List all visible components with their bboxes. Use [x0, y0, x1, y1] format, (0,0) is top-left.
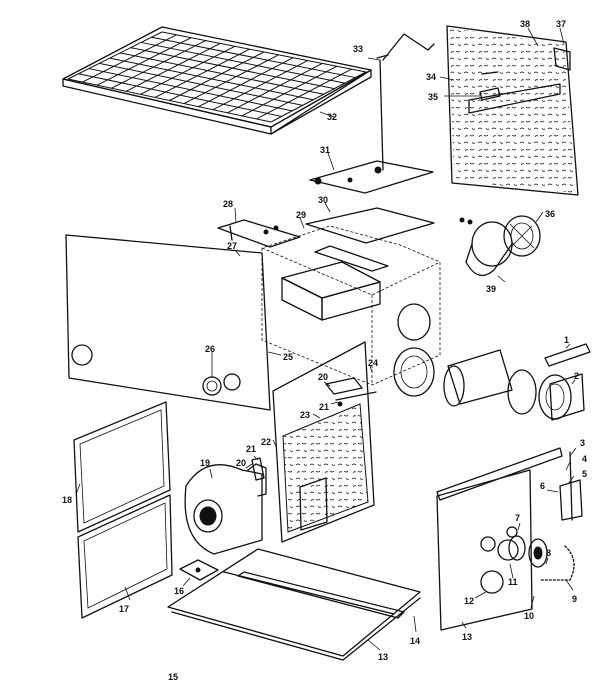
callout-35: 35 [428, 92, 438, 102]
callout-22: 22 [261, 437, 271, 447]
callout-28: 28 [223, 199, 233, 209]
callout-labels: 1 2 3 4 5 6 7 8 9 10 11 12 13 14 13 16 1… [62, 19, 587, 682]
callout-14: 14 [410, 636, 420, 646]
callout-19: 19 [200, 458, 210, 468]
part-29-strip [314, 245, 389, 272]
part-36-filter-panel [446, 25, 579, 196]
callout-20-upper: 20 [318, 372, 328, 382]
callout-16: 16 [174, 586, 184, 596]
callout-1: 1 [564, 335, 569, 345]
callout-11: 11 [508, 577, 518, 587]
part-3-strip [436, 447, 563, 501]
callout-17: 17 [119, 604, 129, 614]
callout-12: 12 [464, 596, 474, 606]
callout-33: 33 [353, 44, 363, 54]
callout-2: 2 [574, 371, 579, 381]
part-38-ring [459, 215, 541, 257]
callout-3: 3 [580, 438, 585, 448]
callout-39: 39 [486, 284, 496, 294]
part-33-rod [376, 33, 435, 171]
callout-24: 24 [368, 358, 378, 368]
callout-31: 31 [320, 145, 330, 155]
callout-21-upper: 21 [319, 402, 329, 412]
part-25-side-panel [65, 234, 271, 411]
callout-25: 25 [283, 352, 293, 362]
callout-34: 34 [426, 72, 436, 82]
callout-26: 26 [205, 344, 215, 354]
callout-20-lower: 20 [236, 458, 246, 468]
part-32-grille [62, 26, 372, 135]
callout-29: 29 [296, 210, 306, 220]
callout-7: 7 [515, 513, 520, 523]
callout-32: 32 [327, 112, 337, 122]
part-31-plate [309, 160, 434, 194]
callout-13-right: 13 [462, 632, 472, 642]
callout-18: 18 [62, 495, 72, 505]
callout-8: 8 [546, 548, 551, 558]
part-17-lower-panel [77, 494, 173, 619]
part-16-bracket [179, 559, 219, 581]
callout-10: 10 [524, 611, 534, 621]
leader-lines [75, 27, 577, 651]
callout-15: 15 [168, 672, 178, 682]
part-19-blower [184, 463, 267, 555]
part-30-filter-pad [305, 207, 435, 244]
callout-13-base: 13 [378, 652, 388, 662]
central-housing [261, 225, 441, 397]
callout-27: 27 [227, 241, 237, 251]
part-15-base [167, 548, 421, 661]
callout-30: 30 [318, 195, 328, 205]
part-20-bracket [251, 377, 377, 481]
callout-4: 4 [582, 454, 587, 464]
part-39-collar [465, 221, 513, 277]
part-motor [443, 343, 591, 421]
part-18-upper-panel [73, 401, 171, 533]
callout-23: 23 [300, 410, 310, 420]
callout-21-lower: 21 [246, 444, 256, 454]
callout-9: 9 [572, 594, 577, 604]
part-28-bracket [217, 219, 301, 248]
part-controls [508, 451, 583, 581]
callout-36: 36 [545, 209, 555, 219]
callout-5: 5 [582, 469, 587, 479]
callout-38: 38 [520, 19, 530, 29]
part-22-center-panel [272, 341, 375, 543]
callout-37: 37 [556, 19, 566, 29]
part-13-front-panel [436, 469, 533, 631]
callout-6: 6 [540, 481, 545, 491]
